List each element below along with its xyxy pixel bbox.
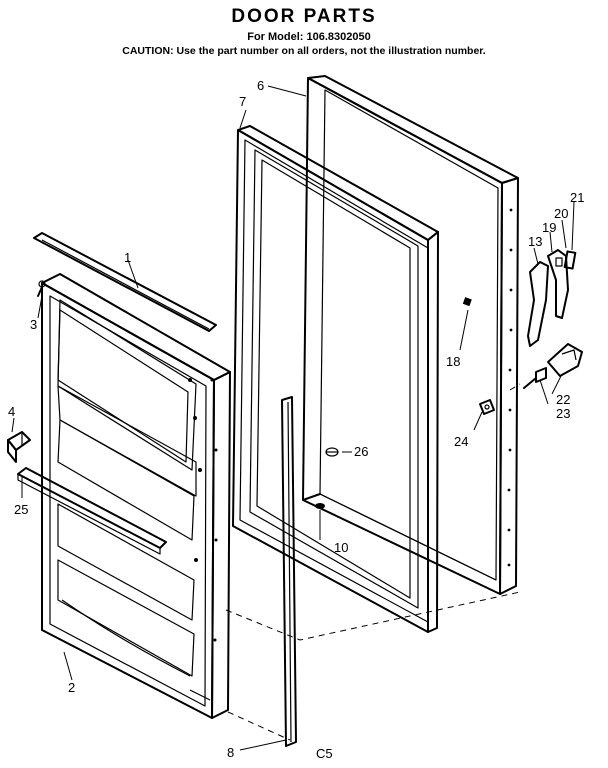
retainer-clip — [7, 431, 31, 463]
plug-part-26 — [325, 447, 339, 457]
page-title: DOOR PARTS — [231, 6, 377, 27]
callout-23: 23 — [556, 406, 570, 421]
leader-lines — [11, 85, 575, 751]
callout-25: 25 — [14, 502, 28, 517]
callout-7: 7 — [239, 94, 246, 109]
callout-4: 4 — [8, 404, 15, 419]
callout-2: 2 — [68, 680, 75, 695]
callout-26: 26 — [354, 444, 368, 459]
shelf-bar — [17, 467, 167, 555]
bracket-part-24 — [479, 399, 495, 415]
door-gasket — [232, 125, 439, 633]
callout-3: 3 — [30, 317, 37, 332]
panel-screw-holes — [507, 208, 513, 567]
panel-plug — [462, 297, 472, 307]
callout-22: 22 — [556, 392, 570, 407]
top-cap-strip — [33, 232, 217, 332]
callout-6: 6 — [257, 78, 264, 93]
callout-19: 19 — [542, 220, 556, 235]
outer-door-panel — [302, 75, 519, 595]
model-number: For Model: 106.8302050 — [247, 31, 371, 43]
callout-21: 21 — [570, 190, 584, 205]
callout-20: 20 — [554, 206, 568, 221]
hinge-assembly — [527, 249, 577, 347]
door-liner — [41, 273, 231, 719]
vertical-strip — [281, 396, 297, 747]
plug-part-10 — [315, 503, 325, 509]
caution-note: CAUTION: Use the part number on all orde… — [122, 45, 486, 57]
callout-labels: 6 7 1 3 4 25 2 8 10 26 18 24 13 19 20 21… — [8, 78, 584, 761]
callout-1: 1 — [124, 250, 131, 265]
screw — [37, 280, 46, 297]
callout-18: 18 — [446, 354, 460, 369]
footer-code: C5 — [316, 746, 333, 761]
handle-assembly — [523, 343, 583, 389]
callout-8: 8 — [227, 745, 234, 760]
assembly-lines — [225, 383, 521, 741]
callout-24: 24 — [454, 434, 468, 449]
callout-10: 10 — [334, 540, 348, 555]
callout-13: 13 — [528, 234, 542, 249]
